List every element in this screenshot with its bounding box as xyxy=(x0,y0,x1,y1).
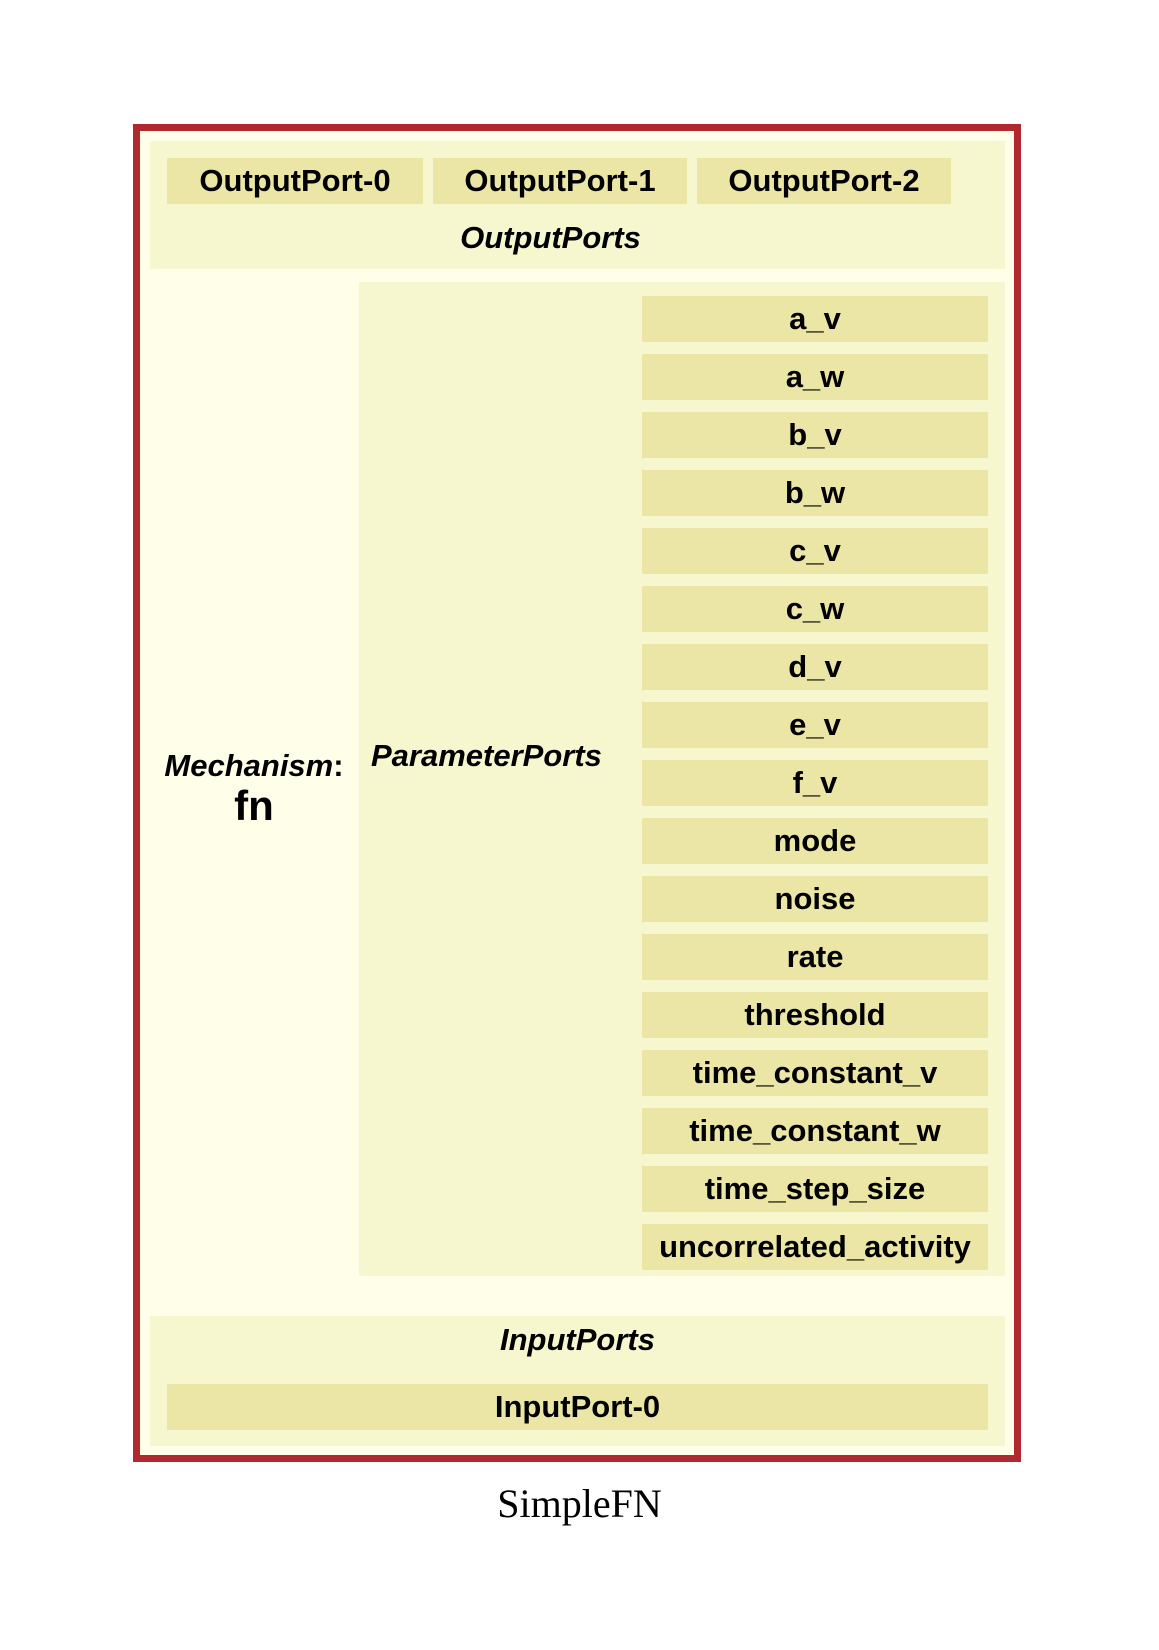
parameter-port[interactable]: time_constant_v xyxy=(642,1050,988,1096)
parameter-port[interactable]: a_w xyxy=(642,354,988,400)
parameter-port[interactable]: rate xyxy=(642,934,988,980)
output-port[interactable]: OutputPort-2 xyxy=(697,158,951,204)
parameter-port[interactable]: time_step_size xyxy=(642,1166,988,1212)
input-ports-label: InputPorts xyxy=(500,1322,655,1357)
parameter-port[interactable]: uncorrelated_activity xyxy=(642,1224,988,1270)
parameter-port[interactable]: mode xyxy=(642,818,988,864)
parameter-port[interactable]: c_w xyxy=(642,586,988,632)
output-ports-section: OutputPort-0 OutputPort-1 OutputPort-2 O… xyxy=(150,141,1005,269)
mechanism-type-label: Mechanism xyxy=(164,748,334,783)
parameter-port[interactable]: d_v xyxy=(642,644,988,690)
parameter-port[interactable]: b_w xyxy=(642,470,988,516)
parameter-ports-label: ParameterPorts xyxy=(371,738,602,773)
output-port[interactable]: OutputPort-1 xyxy=(433,158,687,204)
parameter-port[interactable]: b_v xyxy=(642,412,988,458)
parameter-ports-section: ParameterPorts a_v a_w b_v b_w c_v c_w d… xyxy=(359,282,1005,1276)
output-ports-label: OutputPorts xyxy=(460,220,641,255)
parameter-port[interactable]: f_v xyxy=(642,760,988,806)
parameter-port[interactable]: threshold xyxy=(642,992,988,1038)
parameter-port[interactable]: c_v xyxy=(642,528,988,574)
mechanism-label: Mechanism: fn xyxy=(154,748,354,828)
output-port[interactable]: OutputPort-0 xyxy=(167,158,423,204)
input-ports-section: InputPorts InputPort-0 xyxy=(150,1316,1005,1446)
input-port[interactable]: InputPort-0 xyxy=(167,1384,988,1430)
parameter-port[interactable]: noise xyxy=(642,876,988,922)
mechanism-name: fn xyxy=(234,782,274,829)
diagram-caption: SimpleFN xyxy=(497,1481,662,1526)
mechanism-box: OutputPort-0 OutputPort-1 OutputPort-2 O… xyxy=(133,124,1021,1462)
parameter-port[interactable]: e_v xyxy=(642,702,988,748)
parameter-port[interactable]: time_constant_w xyxy=(642,1108,988,1154)
parameter-port[interactable]: a_v xyxy=(642,296,988,342)
